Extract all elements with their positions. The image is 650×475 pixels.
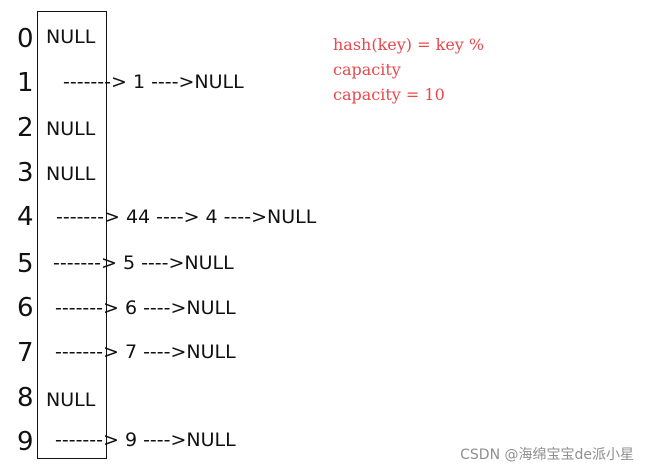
bucket-index-1: 1: [17, 68, 34, 98]
bucket-index-2: 2: [17, 113, 34, 143]
chain-row-7: -------> 7 ---->NULL: [55, 341, 236, 363]
chain-row-9: -------> 9 ---->NULL: [55, 429, 236, 451]
formula-line-2: capacity: [333, 60, 401, 79]
bucket-null-3: NULL: [46, 163, 96, 185]
csdn-watermark: CSDN @海绵宝宝de派小星: [460, 447, 634, 463]
bucket-null-0: NULL: [46, 26, 96, 48]
bucket-index-5: 5: [17, 249, 34, 279]
formula-line-1: hash(key) = key %: [333, 35, 485, 54]
bucket-index-7: 7: [17, 338, 34, 368]
chain-row-4: -------> 44 ----> 4 ---->NULL: [56, 206, 317, 228]
formula-line-3: capacity = 10: [333, 85, 445, 104]
bucket-index-0: 0: [17, 24, 34, 54]
bucket-null-8: NULL: [46, 389, 96, 411]
chain-row-5: -------> 5 ---->NULL: [53, 252, 234, 274]
bucket-index-3: 3: [17, 158, 34, 188]
bucket-null-2: NULL: [46, 118, 96, 140]
bucket-index-6: 6: [17, 293, 34, 323]
bucket-index-8: 8: [17, 383, 34, 413]
bucket-array-box: [37, 11, 107, 459]
chain-row-1: -------> 1 ---->NULL: [63, 71, 244, 93]
bucket-index-4: 4: [17, 202, 34, 232]
chain-row-6: -------> 6 ---->NULL: [55, 297, 236, 319]
hash-formula-note: hash(key) = key % capacity capacity = 10: [333, 32, 484, 107]
bucket-index-9: 9: [17, 427, 34, 457]
